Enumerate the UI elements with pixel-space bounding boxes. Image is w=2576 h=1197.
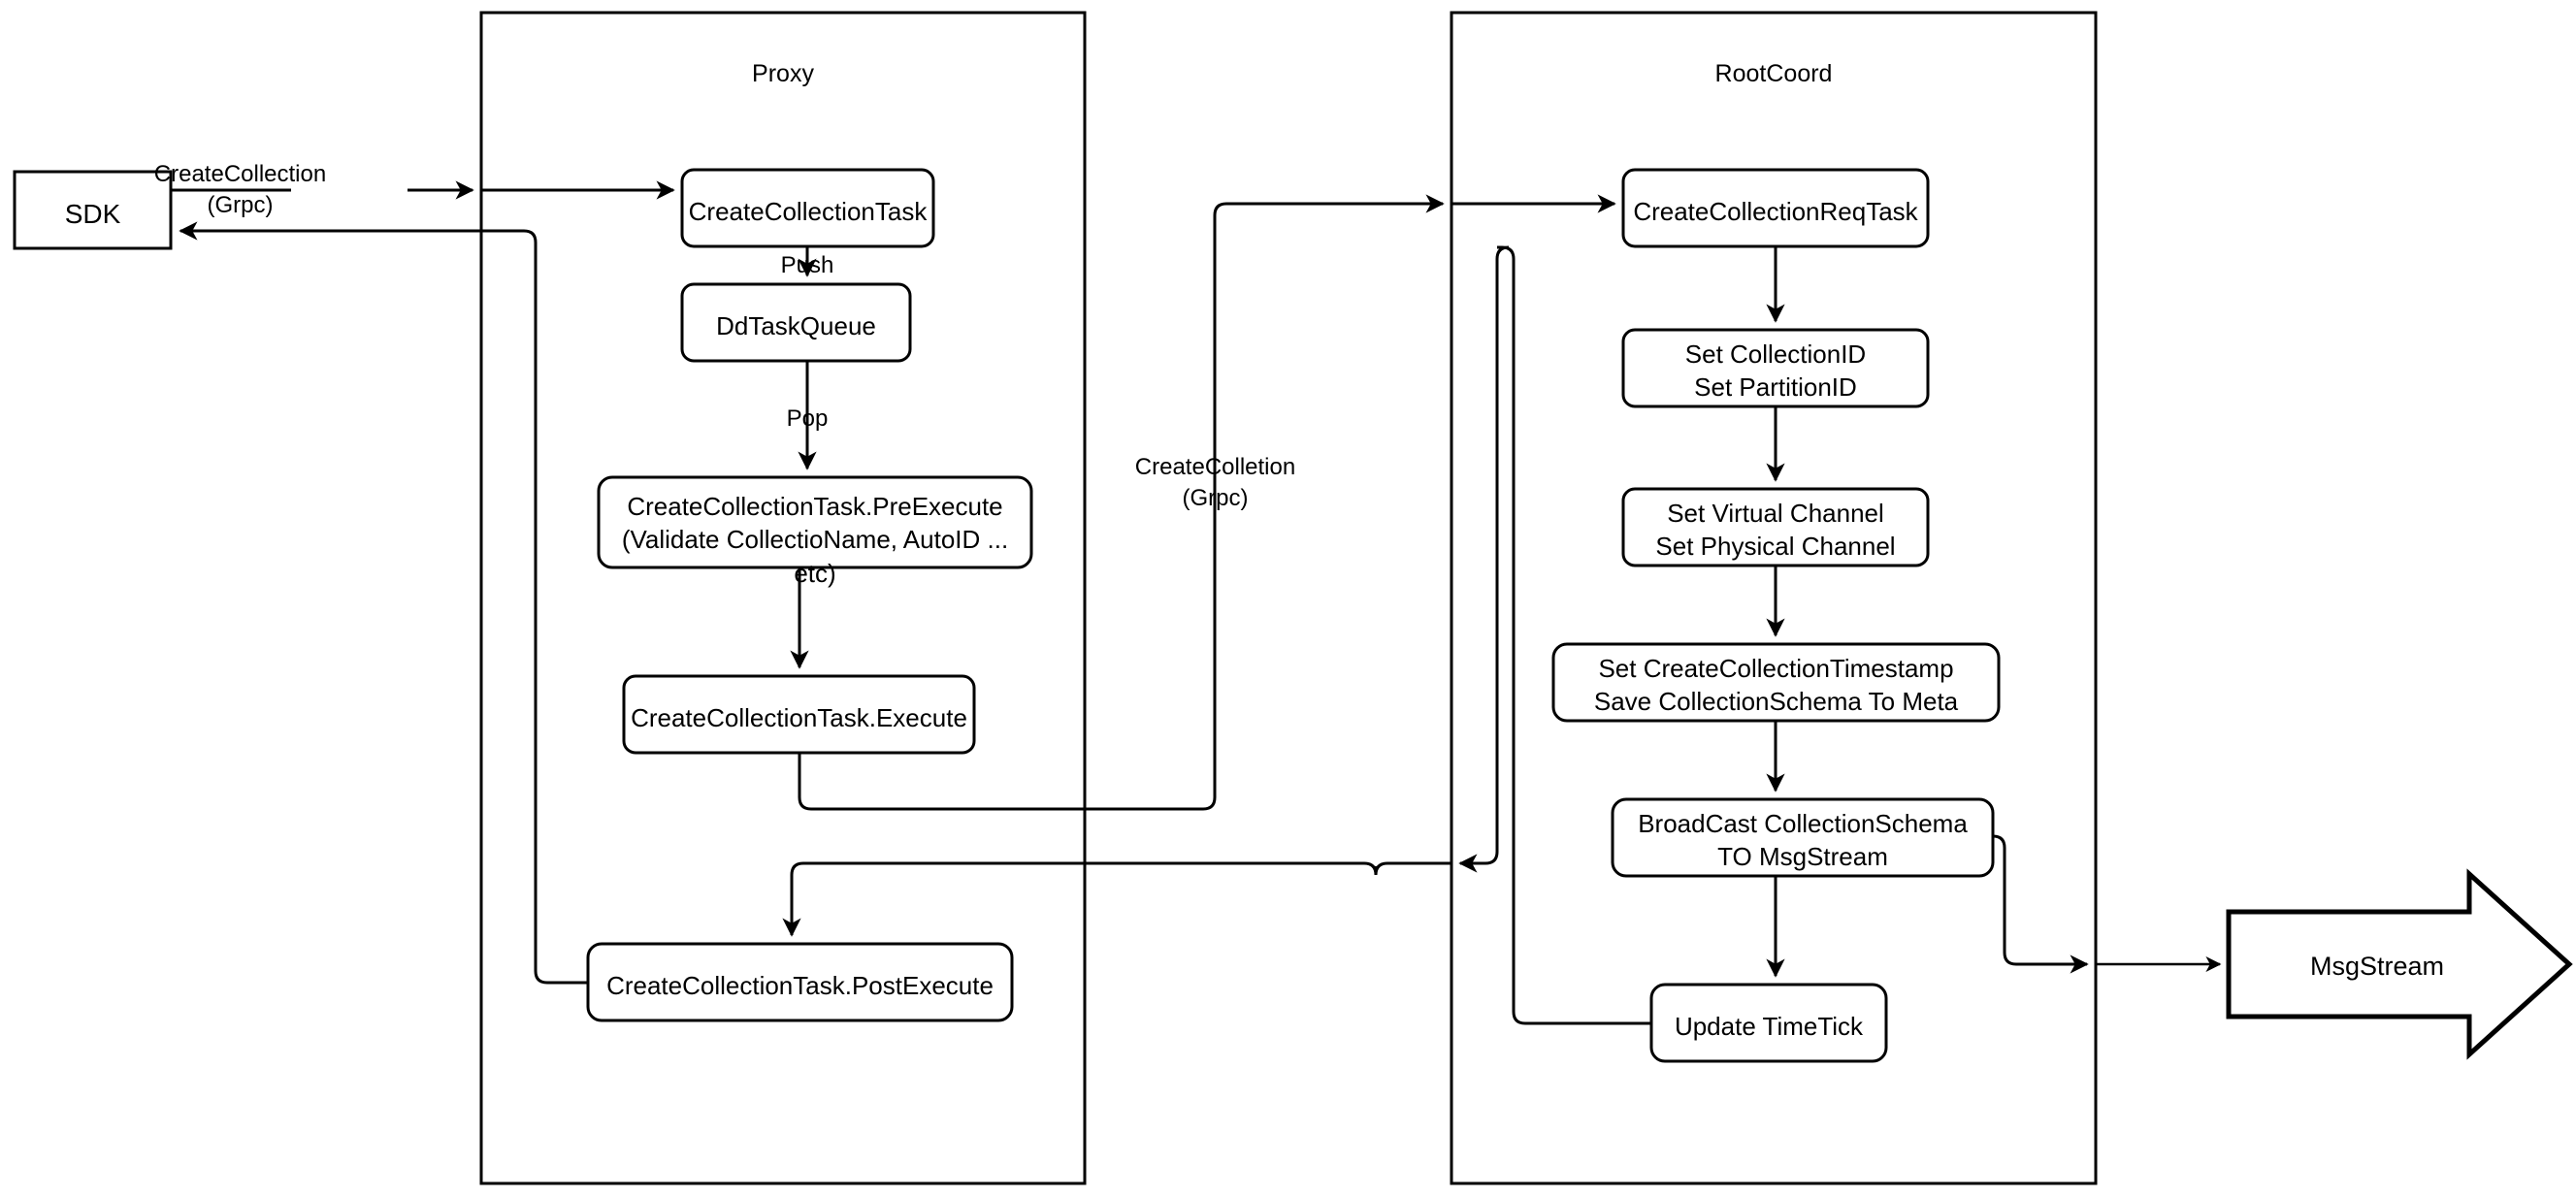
edge-post-to-sdk (179, 221, 588, 985)
hit-node-msgstream[interactable] (2229, 874, 2569, 1054)
node-sdk[interactable] (13, 170, 173, 250)
node-create-collection-task-preexecute[interactable] (597, 475, 1033, 569)
edge-response-to-postexecute (782, 861, 1451, 937)
hit-node-set-virtual-physical-channel[interactable] (1623, 489, 1928, 566)
hit-node-set-timestamp-save-schema[interactable] (1553, 644, 1999, 721)
hit-node-sdk[interactable] (15, 172, 171, 248)
hit-node-set-collection-partition-id[interactable] (1623, 330, 1928, 406)
hit-node-create-collection-task-postexecute[interactable] (588, 944, 1012, 1020)
edge-broadcast-to-msgstream (1992, 834, 2089, 974)
hit-node-broadcast-collection-schema[interactable] (1613, 799, 1993, 876)
edge-timetick-return (1497, 245, 1651, 1025)
hit-node-create-collection-task[interactable] (682, 170, 933, 246)
hit-node-create-collection-task-preexecute[interactable] (599, 477, 1031, 567)
edge-exec-to-rootcoord (798, 194, 1445, 811)
hit-node-create-collection-task-execute[interactable] (624, 676, 974, 753)
hit-node-update-time-tick[interactable] (1651, 985, 1886, 1061)
node-msgstream[interactable] (2226, 868, 2573, 1060)
hit-node-dd-task-queue[interactable] (682, 284, 910, 361)
hit-node-create-collection-req-task[interactable] (1623, 170, 1928, 246)
node-dd-task-queue[interactable] (680, 282, 912, 363)
